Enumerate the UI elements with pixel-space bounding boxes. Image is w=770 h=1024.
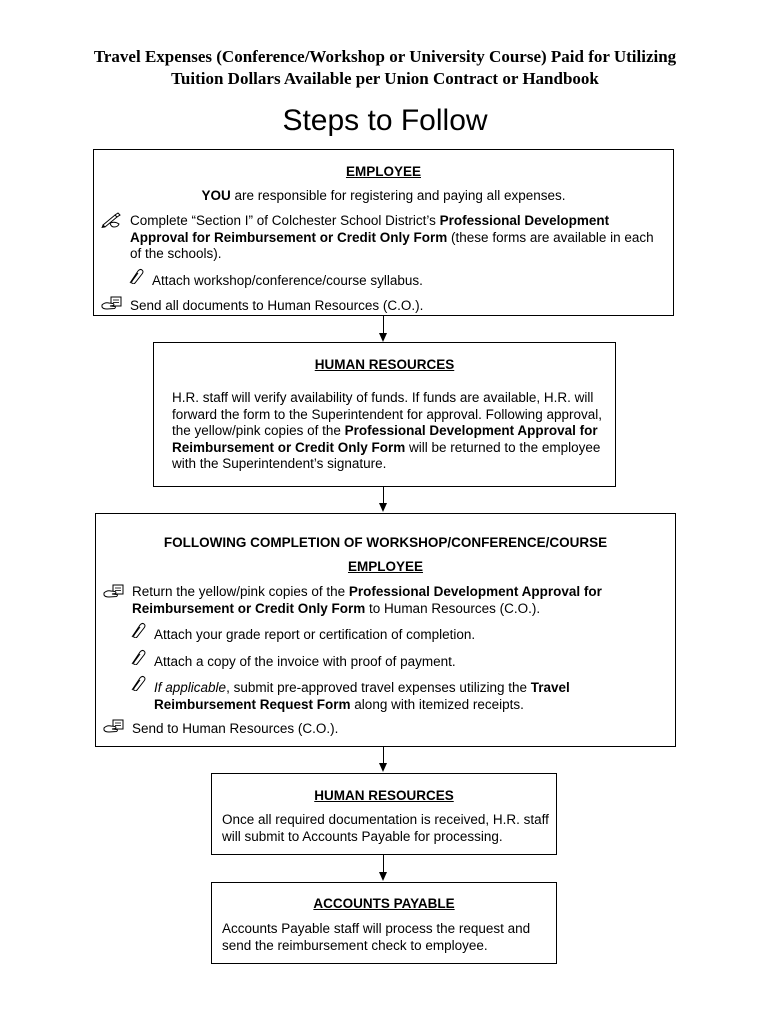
completion-employee-heading: EMPLOYEE xyxy=(347,559,423,574)
human-resources-box: HUMAN RESOURCES H.R. staff will verify a… xyxy=(153,342,616,487)
human-resources-final-heading: HUMAN RESOURCES xyxy=(314,788,454,803)
step-text: (these forms are available in each of th… xyxy=(130,229,654,262)
title-line-1: Travel Expenses (Conference/Workshop or … xyxy=(93,47,677,66)
completion-step-send-hr: Send to Human Resources (C.O.). xyxy=(132,721,339,736)
employee-step-attach-syllabus: Attach workshop/conference/course syllab… xyxy=(152,273,423,288)
flow-arrow-4 xyxy=(379,855,389,882)
hand-with-paper-icon xyxy=(101,295,123,311)
step-text: along with itemized receipts. xyxy=(350,696,524,712)
completion-step-return-copies: Return the yellow/pink copies of the Pro… xyxy=(132,584,652,617)
step-text: Return the yellow/pink copies of the xyxy=(132,584,349,599)
if-applicable: If applicable xyxy=(154,680,227,695)
steps-heading: Steps to Follow xyxy=(282,104,488,137)
human-resources-heading: HUMAN RESOURCES xyxy=(314,357,455,372)
human-resources-final-box: HUMAN RESOURCES Once all required docume… xyxy=(211,773,557,855)
employee-intro: YOU are responsible for registering and … xyxy=(94,188,673,205)
paperclip-icon xyxy=(124,268,146,284)
employee-intro-text: are responsible for registering and payi… xyxy=(230,188,566,203)
step-text: Complete “Section I” of Colchester Schoo… xyxy=(130,213,440,228)
employee-step-complete-form: Complete “Section I” of Colchester Schoo… xyxy=(130,213,660,263)
human-resources-final-text: Once all required documentation is recei… xyxy=(222,812,549,844)
completion-box: FOLLOWING COMPLETION OF WORKSHOP/CONFERE… xyxy=(95,513,676,747)
human-resources-text: H.R. staff will verify availability of f… xyxy=(172,390,602,473)
paperclip-icon xyxy=(126,622,148,638)
you-emphasis: YOU xyxy=(201,188,231,203)
title-line-2: Tuition Dollars Available per Union Cont… xyxy=(171,69,599,88)
step-text: , submit pre-approved travel expenses ut… xyxy=(226,680,531,695)
hr-text: will be returned to the employee with th… xyxy=(172,439,601,472)
hand-with-paper-icon xyxy=(103,718,125,734)
employee-box: EMPLOYEE YOU are responsible for registe… xyxy=(93,149,674,316)
flow-arrow-2 xyxy=(379,487,389,513)
form-name: Professional Development Approval for Re… xyxy=(132,584,602,616)
completion-step-invoice: Attach a copy of the invoice with proof … xyxy=(154,654,456,669)
completion-step-grade-report: Attach your grade report or certificatio… xyxy=(154,627,476,642)
form-name: Travel Reimbursement Request Form xyxy=(154,680,570,712)
employee-step-send-documents: Send all documents to Human Resources (C… xyxy=(130,298,424,313)
accounts-payable-text: Accounts Payable staff will process the … xyxy=(222,921,531,953)
flow-arrow-3 xyxy=(379,747,389,773)
accounts-payable-box: ACCOUNTS PAYABLE Accounts Payable staff … xyxy=(211,882,557,964)
employee-heading: EMPLOYEE xyxy=(345,164,421,179)
flow-arrow-1 xyxy=(379,316,389,342)
paperclip-icon xyxy=(126,649,148,665)
paperclip-icon xyxy=(126,675,148,691)
completion-step-travel-expenses: If applicable, submit pre-approved trave… xyxy=(154,680,644,713)
form-name: Professional Development Approval for Re… xyxy=(130,213,610,245)
hand-with-paper-icon xyxy=(103,583,125,599)
accounts-payable-heading: ACCOUNTS PAYABLE xyxy=(313,896,455,911)
hr-text: H.R. staff will verify availability of f… xyxy=(172,390,602,438)
document-title: Travel Expenses (Conference/Workshop or … xyxy=(40,46,730,90)
writing-hand-icon xyxy=(101,212,123,228)
completion-heading: FOLLOWING COMPLETION OF WORKSHOP/CONFERE… xyxy=(163,535,608,550)
step-text: to Human Resources (C.O.). xyxy=(365,600,541,616)
form-name: Professional Development Approval for Re… xyxy=(172,423,598,455)
